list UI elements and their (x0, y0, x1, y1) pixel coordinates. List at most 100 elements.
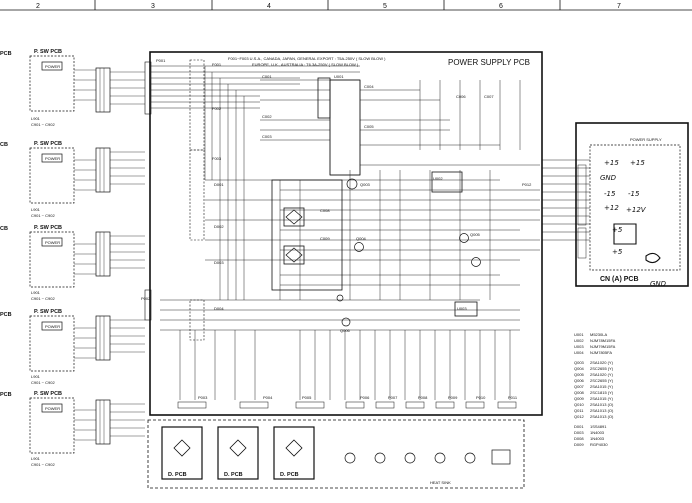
handwritten-note: +15 (630, 159, 645, 167)
schematic-text: 1N4003 (590, 430, 605, 435)
handwritten-note: +12V (626, 206, 647, 214)
heat-sink-transistors (344, 449, 511, 465)
transistors (336, 178, 481, 327)
component-label: U001 (334, 74, 344, 79)
schematic-text: 2SC1815 (Y) (590, 390, 614, 395)
handwritten-note: GND (650, 280, 667, 288)
connector-label: P005 (302, 395, 312, 400)
schematic-text: NJM78M15FA (590, 338, 616, 343)
schematic-text: D009 (574, 442, 584, 447)
cn-inner-label: POWER SUPPLY (630, 137, 662, 142)
schematic-text: Q010 (574, 402, 585, 407)
cn-a-pcb-border (575, 122, 689, 287)
connector-label: P011 (508, 395, 518, 400)
component-label: D002 (214, 224, 224, 229)
handwritten-note: +12 (604, 204, 619, 212)
component-label: F001 (212, 62, 222, 67)
p-sw-wiring (74, 68, 145, 444)
column-number: 5 (383, 3, 387, 10)
connector-label: P002 (141, 296, 151, 301)
power-switch-label: POWER (45, 156, 60, 161)
part-id: C901 ~ C902 (31, 213, 55, 218)
schematic-text: Q012 (574, 414, 585, 419)
component-label: Q004 (356, 236, 367, 241)
schematic-text: 2SC2655 (Y) (590, 366, 614, 371)
handwritten-note: GND (600, 174, 617, 182)
p-sw-pcb-title: P. SW PCB (34, 225, 62, 231)
component-label: Q005 (470, 232, 481, 237)
schematic-text: 2SA1013 (O) (590, 408, 614, 413)
handwritten-note: +5 (612, 248, 623, 256)
left-edge-label: PCB (0, 312, 12, 318)
power-switch-label: POWER (45, 324, 60, 329)
schematic-text: D003 (574, 430, 584, 435)
schematic-text: 2SA1015 (Y) (590, 396, 614, 401)
part-id: L901 (31, 207, 41, 212)
part-id: C901 ~ C902 (31, 380, 55, 385)
part-id: L901 (31, 116, 41, 121)
connector-label: P007 (388, 395, 398, 400)
component-label: C006 (456, 94, 466, 99)
power-switch-label: POWER (45, 240, 60, 245)
schematic-text: M5230LA (590, 332, 607, 337)
component-label: F002 (212, 106, 222, 111)
power-supply-pcb-border (149, 51, 543, 416)
heat-sink-label: HEAT SINK (430, 480, 451, 485)
component-label: C003 (262, 134, 272, 139)
schematic-text: D001 (574, 424, 584, 429)
component-label: C002 (262, 114, 272, 119)
connector-label: P001 (156, 58, 166, 63)
column-number: 2 (36, 3, 40, 10)
component-label: C009 (320, 236, 330, 241)
schematic-text: Q008 (574, 390, 585, 395)
schematic-text: 2SA1015 (Y) (590, 384, 614, 389)
component-label: D001 (214, 182, 224, 187)
left-edge-label: PCB (0, 392, 12, 398)
column-number: 6 (499, 3, 503, 10)
connector-label: P006 (360, 395, 370, 400)
component-label: C005 (364, 124, 374, 129)
schematic-text: 2SA1013 (O) (590, 402, 614, 407)
part-id: L901 (31, 374, 41, 379)
schematic-text: 2SA1020 (Y) (590, 372, 614, 377)
schematic-text: U004 (574, 350, 584, 355)
schematic-text: RGP4030 (590, 442, 608, 447)
handwritten-note: -15 (628, 190, 640, 198)
schematic-text: NJM7805FA (590, 350, 612, 355)
power-switch-label: POWER (45, 406, 60, 411)
left-edge-label: CB (0, 142, 8, 148)
handwritten-note: +5 (612, 226, 623, 234)
cn-wiring (542, 159, 590, 259)
connector-label: P009 (448, 395, 458, 400)
cn-a-pcb-title: CN (A) PCB (600, 276, 639, 283)
schematic-text: 2SA1020 (Y) (590, 360, 614, 365)
power-switch-label: POWER (45, 64, 60, 69)
column-header (0, 0, 692, 11)
schematic-text: U003 (574, 344, 584, 349)
schematic-text: U001 (574, 332, 584, 337)
component-label: Q003 (360, 182, 371, 187)
d-pcb-label: D. PCB (168, 472, 187, 478)
p-sw-pcb-title: P. SW PCB (34, 49, 62, 55)
component-boxes (271, 77, 478, 317)
handwritten-note: +15 (604, 159, 619, 167)
d-pcb-label: D. PCB (224, 472, 243, 478)
part-id: L901 (31, 456, 41, 461)
column-number: 7 (617, 3, 621, 10)
left-edge-label: CB (0, 226, 8, 232)
schematic-text: 1SS4891 (590, 424, 607, 429)
component-label: U002 (433, 176, 443, 181)
p-sw-pcb-title: P. SW PCB (34, 391, 62, 397)
connector-label: P008 (418, 395, 428, 400)
part-id: C901 ~ C902 (31, 122, 55, 127)
schematic-text: 1N4003 (590, 436, 605, 441)
component-label: U003 (457, 306, 467, 311)
component-label: C007 (484, 94, 494, 99)
component-label: C008 (320, 208, 330, 213)
main-wiring (151, 65, 540, 400)
p-sw-pcb-title: P. SW PCB (34, 309, 62, 315)
connector-label: P010 (476, 395, 486, 400)
schematic-text: D008 (574, 436, 584, 441)
